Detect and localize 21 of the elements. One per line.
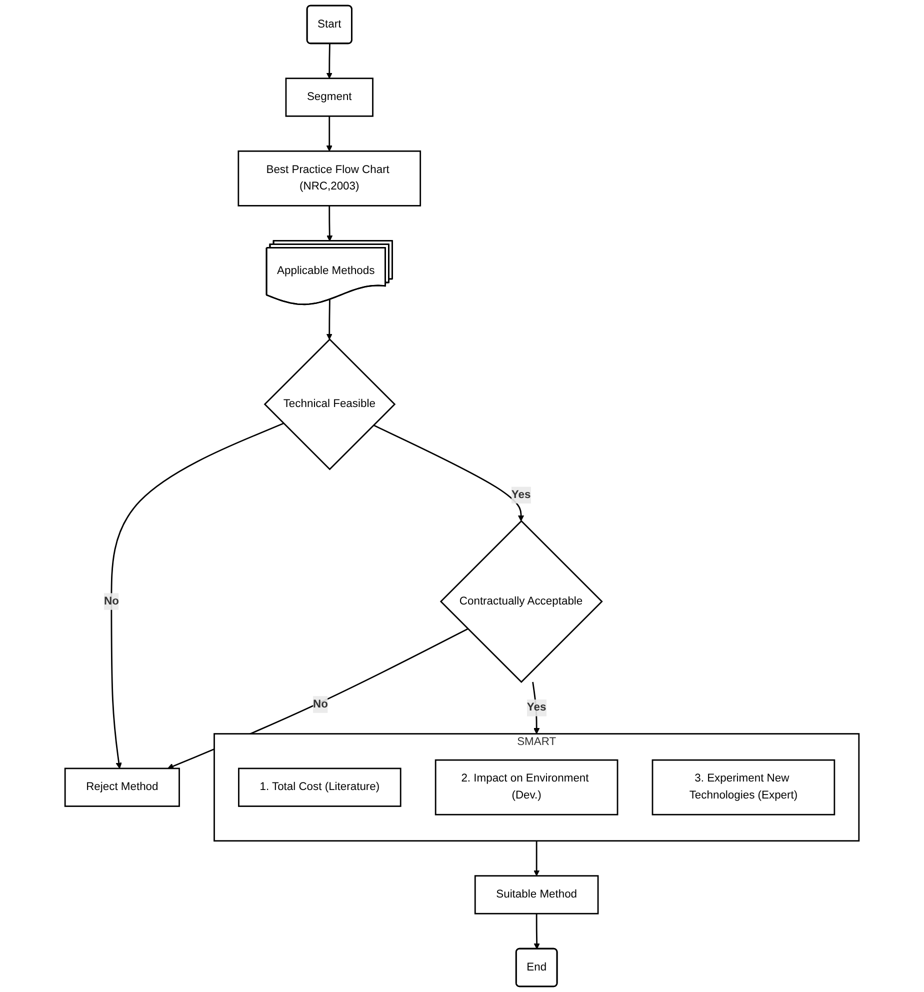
- node-box: Segment: [285, 78, 374, 117]
- arrow: [534, 840, 540, 876]
- edge-label: No: [104, 595, 119, 608]
- arrow: [326, 300, 332, 340]
- arrow: [373, 424, 524, 522]
- node-box: Suitable Method: [474, 875, 599, 914]
- arrow: [326, 44, 332, 79]
- edge-label: Yes: [511, 488, 531, 501]
- node-box: Best Practice Flow Chart (NRC,2003): [238, 150, 422, 206]
- edge-label: Yes: [526, 702, 546, 714]
- arrow: [110, 422, 284, 769]
- arrow: [326, 116, 332, 152]
- arrow: [326, 206, 333, 242]
- node-box: 1. Total Cost (Literature): [238, 768, 402, 807]
- node-box: 2. Impact on Environment (Dev.): [434, 759, 618, 816]
- node-diamond: Technical Feasible: [264, 338, 396, 470]
- arrow: [534, 914, 540, 950]
- node-box: 3. Experiment New Technologies (Expert): [652, 759, 836, 816]
- node-diamond: Contractually Acceptable: [440, 520, 603, 684]
- edge-label: No: [313, 698, 328, 710]
- node-box: Reject Method: [64, 768, 180, 807]
